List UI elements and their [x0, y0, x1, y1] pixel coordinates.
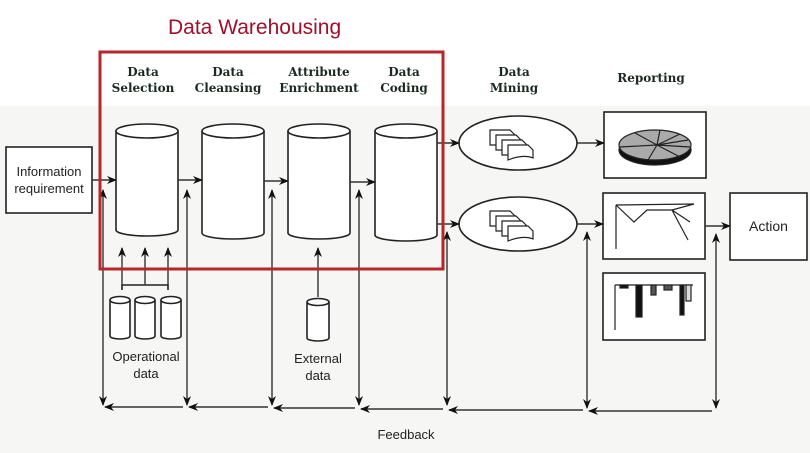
action-label: Action [749, 218, 788, 234]
cylinder-data-coding [374, 123, 438, 242]
cylinder-attribute-enrichment [287, 123, 351, 240]
stage-label-line: Selection [111, 81, 175, 95]
stage-label-reporting: Reporting [617, 71, 685, 85]
stage-label-data-mining: Data Mining [459, 64, 569, 96]
feedback-label: Feedback [377, 427, 435, 442]
label-line: requirement [14, 181, 84, 196]
stage-label-line: Enrichment [279, 81, 359, 95]
label-line: data [305, 368, 331, 383]
stage-label-line: Mining [489, 81, 539, 95]
operational-data-label: Operational data [100, 348, 192, 382]
stage-label-line: Attribute [288, 65, 350, 79]
document-stack-icon [489, 210, 534, 242]
line-chart-icon [615, 203, 695, 249]
diagram-title: Data Warehousing [168, 16, 342, 39]
flow-arrows [92, 139, 731, 415]
label-line: Information [16, 164, 82, 179]
stage-label-data-coding: Data Coding [349, 64, 459, 96]
stage-label-line: Coding [380, 81, 428, 95]
pie-chart-icon [618, 129, 692, 166]
label-line: Operational [112, 349, 180, 364]
cylinder-data-selection [115, 123, 179, 237]
stage-label-line: Data [498, 65, 530, 79]
stage-label-line: Data [212, 65, 244, 79]
document-stack-icon [489, 129, 534, 161]
information-requirement-box [5, 146, 93, 214]
label-line: data [133, 366, 159, 381]
operational-data-cylinders [109, 284, 182, 340]
external-data-label: External data [280, 350, 356, 384]
data-warehousing-frame [98, 50, 445, 271]
external-data-cylinder [306, 297, 330, 342]
stage-label-data-cleansing: Data Cleansing [173, 64, 283, 96]
stage-label-line: Cleansing [194, 81, 262, 95]
stage-label-line: Data [127, 65, 159, 79]
stage-label-data-selection: Data Selection [88, 64, 198, 96]
bar-chart-icon [614, 284, 693, 330]
stage-label-line: Data [388, 65, 420, 79]
report-line-chart-box [602, 192, 706, 260]
stage-label-attribute-enrichment: Attribute Enrichment [264, 64, 374, 96]
report-bar-chart-box [602, 272, 706, 341]
information-requirement-label: Information requirement [6, 163, 92, 197]
cylinder-data-cleansing [201, 123, 265, 240]
label-line: External [294, 351, 342, 366]
